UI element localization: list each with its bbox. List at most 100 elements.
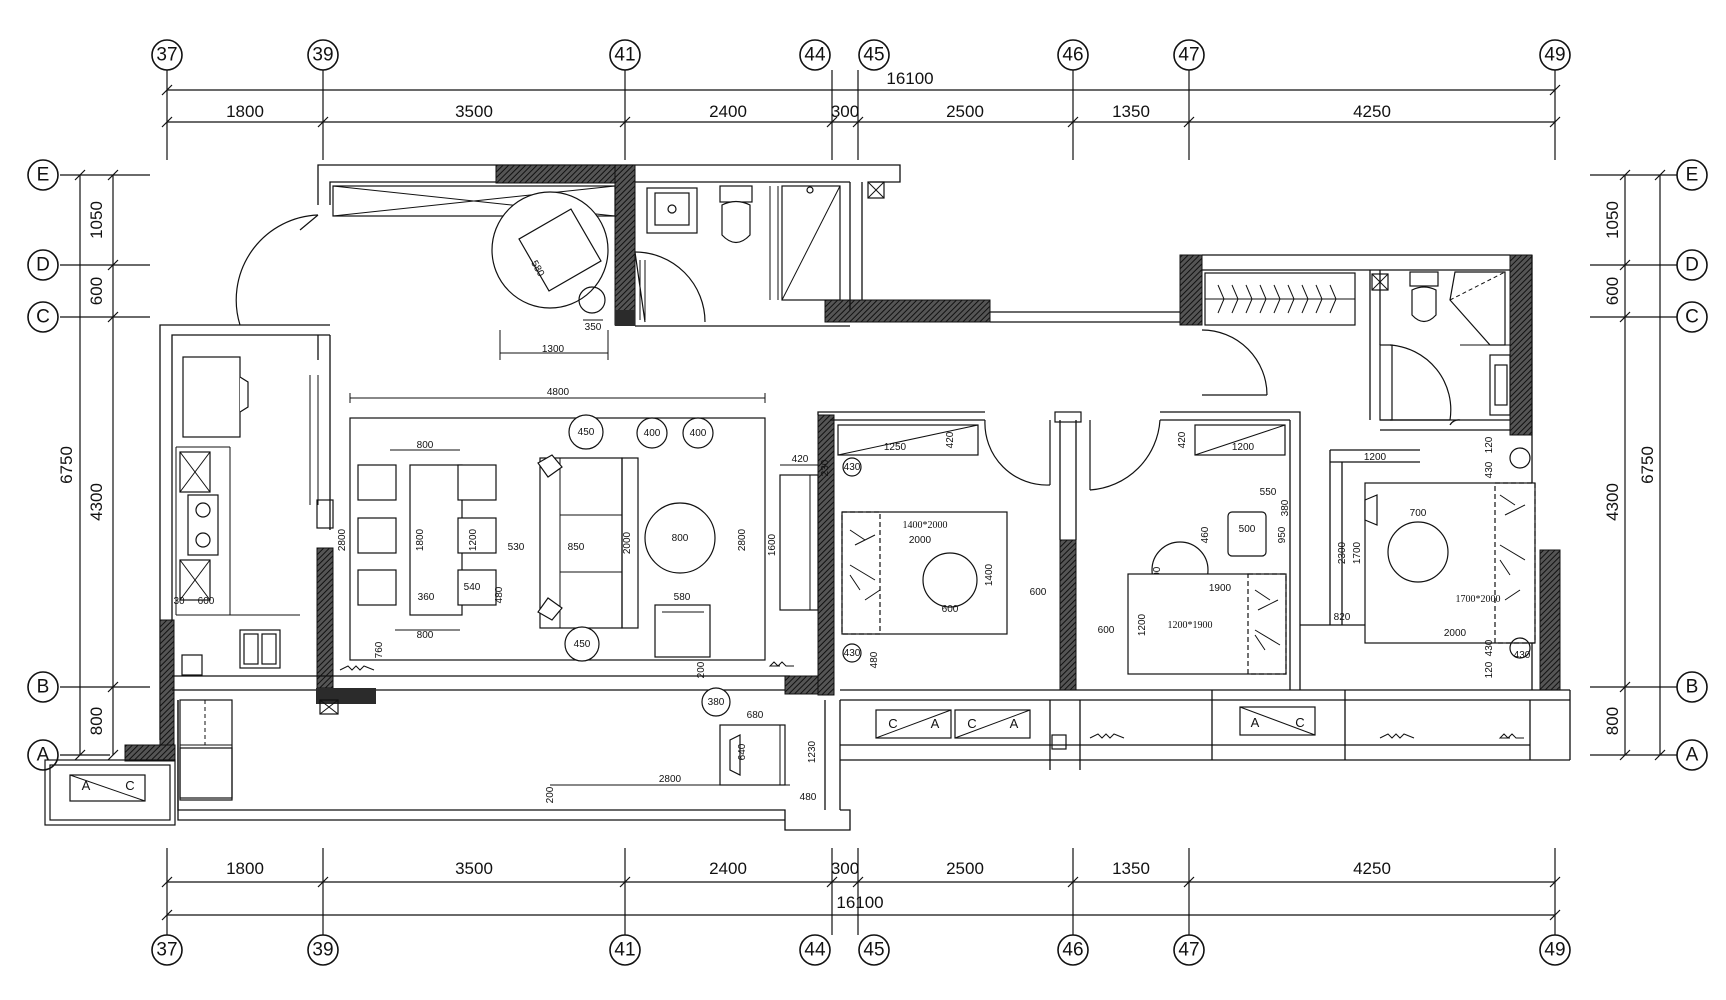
grid-bubble-right-C: C (1676, 301, 1708, 333)
svg-text:E: E (37, 165, 50, 186)
right-seg-2: 600 (1603, 277, 1622, 305)
svg-text:A: A (1251, 715, 1260, 730)
grid-bubble-top-49: 49 (1539, 39, 1571, 71)
top-seg-3: 2400 (709, 102, 747, 121)
top-seg-1: 1800 (226, 102, 264, 121)
lounge-chair: 580 350 1300 (491, 191, 609, 360)
chair-1300-label: 1300 (542, 344, 565, 355)
bed3-1200: 1200 (1364, 452, 1387, 463)
grid-bubble-top-39: 39 (307, 39, 339, 71)
bed1-600: 600 (942, 604, 959, 615)
bottom-seg-2: 3500 (455, 859, 493, 878)
grid-bubble-right-B: B (1676, 671, 1708, 703)
bed1-480: 480 (869, 651, 880, 668)
bedroom-2: 420 1200 550 380 500 950 460 600 1900 12… (1127, 424, 1291, 675)
kitchen-30-label: 30 (173, 596, 185, 607)
living-200: 200 (696, 661, 707, 678)
balc-2800: 2800 (659, 774, 682, 785)
bed3-820: 820 (1334, 612, 1351, 623)
svg-text:C: C (888, 716, 897, 731)
svg-text:C: C (125, 778, 134, 793)
doors (235, 214, 1461, 491)
left-seg-4: 800 (87, 707, 106, 735)
grid-bubble-left-D: D (27, 249, 59, 281)
svg-text:39: 39 (312, 940, 333, 961)
bottom-seg-6: 1350 (1112, 859, 1150, 878)
stool-450-top: 450 (578, 427, 595, 438)
grid-bubble-top-46: 46 (1057, 39, 1089, 71)
top-seg-2: 3500 (455, 102, 493, 121)
svg-text:45: 45 (863, 940, 884, 961)
grid-bubble-right-A: A (1676, 739, 1708, 771)
right-dimensions: 1050 600 4300 800 6750 E D C B A (1590, 159, 1708, 771)
right-seg-1: 1050 (1603, 201, 1622, 239)
grid-bubble-bottom-47: 47 (1173, 934, 1205, 966)
grid-bubble-top-44: 44 (799, 39, 831, 71)
grid-bubble-right-E: E (1676, 159, 1708, 191)
bed1-1400: 1400 (984, 563, 995, 586)
walls (44, 164, 1571, 831)
dining-800-top: 800 (417, 440, 434, 451)
dining-1800: 1800 (415, 528, 426, 551)
bed1-430: 430 (844, 462, 861, 473)
grid-bubble-top-41: 41 (609, 39, 641, 71)
living-760: 760 (374, 641, 385, 658)
table-800: 800 (672, 533, 689, 544)
grid-bubble-top-37: 37 (151, 39, 183, 71)
bed3-120b: 120 (1484, 661, 1495, 678)
svg-text:E: E (1686, 165, 1699, 186)
grid-bubble-top-45: 45 (858, 39, 890, 71)
svg-text:A: A (1686, 745, 1699, 766)
corr-600b: 600 (1098, 625, 1115, 636)
svg-text:A: A (931, 716, 940, 731)
ac-unit-4: A C (1239, 706, 1316, 736)
grid-bubbles-top: 37 39 41 44 45 46 47 49 (151, 39, 1571, 71)
grid-bubble-bottom-49: 49 (1539, 934, 1571, 966)
balc-1230: 1230 (807, 740, 818, 763)
grid-bubble-bottom-41: 41 (609, 934, 641, 966)
svg-text:41: 41 (614, 45, 635, 66)
svg-text:A: A (82, 778, 91, 793)
bottom-seg-4: 300 (831, 859, 859, 878)
svg-text:47: 47 (1178, 940, 1199, 961)
svg-text:C: C (1295, 715, 1304, 730)
bedroom-3: 1200 430 120 700 2300 1700 1700*2000 200… (1334, 436, 1536, 678)
left-seg-3: 4300 (87, 483, 106, 521)
bed2-550: 550 (1260, 487, 1277, 498)
balcony: 380 680 640 1230 2800 200 480 (545, 687, 818, 803)
grid-bubble-left-E: E (27, 159, 59, 191)
svg-text:44: 44 (804, 45, 826, 66)
bottom-dimensions: 1800 3500 2400 300 2500 1350 4250 16100 … (151, 848, 1571, 966)
left-dimensions: 1050 600 4300 800 6750 E D C B A (27, 159, 150, 771)
svg-text:D: D (36, 255, 50, 276)
grid-bubble-bottom-46: 46 (1057, 934, 1089, 966)
bed2-500: 500 (1239, 524, 1256, 535)
ac-unit-1: A C (69, 774, 146, 802)
sofa-2000: 2000 (622, 531, 633, 554)
bottom-seg-5: 2500 (946, 859, 984, 878)
bed1-1250: 1250 (884, 442, 907, 453)
balc-680: 680 (747, 710, 764, 721)
ac-unit-3: C A (954, 709, 1031, 739)
grid-bubble-left-C: C (27, 301, 59, 333)
svg-text:39: 39 (312, 45, 333, 66)
grid-bubble-bottom-39: 39 (307, 934, 339, 966)
svg-text:45: 45 (863, 45, 884, 66)
bed3-120: 120 (1484, 436, 1495, 453)
svg-text:46: 46 (1062, 940, 1083, 961)
armchair-580: 580 (674, 592, 691, 603)
stool-400-b: 400 (690, 428, 707, 439)
bed2-420: 420 (1177, 431, 1188, 448)
top-seg-6: 1350 (1112, 102, 1150, 121)
chair-350-label: 350 (585, 322, 602, 333)
bed2-1900: 1900 (1209, 583, 1232, 594)
bottom-total: 16100 (836, 893, 883, 912)
dining-480: 480 (494, 586, 505, 603)
bathroom-right (1379, 271, 1511, 421)
svg-text:D: D (1685, 255, 1699, 276)
dining-540: 540 (464, 582, 481, 593)
svg-text:B: B (1686, 677, 1699, 698)
stool-400-a: 400 (644, 428, 661, 439)
svg-text:37: 37 (156, 940, 177, 961)
